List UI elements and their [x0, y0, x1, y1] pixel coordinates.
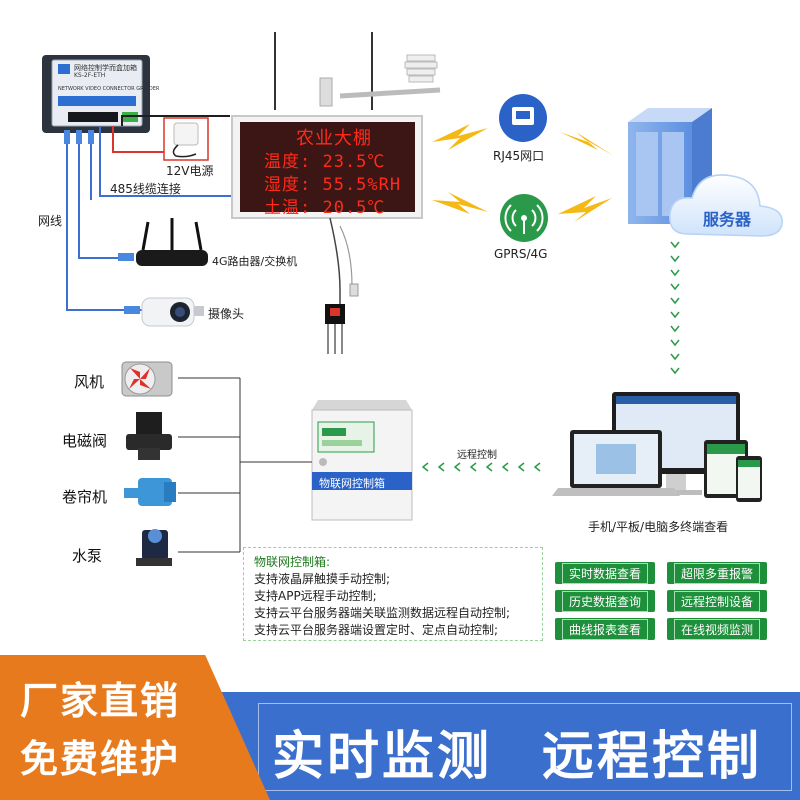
antennas [274, 32, 373, 110]
power-label: 12V电源 [166, 164, 214, 178]
fan-icon [121, 361, 173, 397]
feature-item: 支持液晶屏触摸手动控制; [254, 572, 391, 586]
history-data-button[interactable]: 历史数据查询 [555, 590, 655, 612]
roller-motor-icon [124, 478, 176, 506]
iot-box-label: 物联网控制箱 [319, 477, 385, 490]
soil-sensor [325, 217, 359, 354]
feature-item: 支持云平台服务器端设置定时、定点自动控制; [254, 623, 499, 637]
led-line-soil-temp: 土温: 20.5℃ [264, 198, 386, 218]
weather-mount [319, 54, 441, 107]
gprs-label: GPRS/4G [494, 247, 548, 261]
device-label-valve: 电磁阀 [62, 432, 108, 450]
device-bracket [178, 377, 312, 553]
gateway-subtitle: NETWORK VIDEO CONNECTOR GRIDDER [58, 86, 160, 92]
device-label-pump: 水泵 [72, 547, 103, 565]
led-line-humidity: 湿度: 55.5%RH [264, 175, 402, 195]
button-label: 历史数据查询 [561, 590, 648, 612]
gateway-title: 网络控制学而盒加箱 [74, 64, 137, 72]
terminals-label: 手机/平板/电脑多终端查看 [588, 520, 729, 534]
gprs-icon [500, 194, 548, 242]
feature-box: 物联网控制箱: 支持液晶屏触摸手动控制; 支持APP远程手动控制; 支持云平台服… [243, 547, 543, 641]
router-device [136, 218, 208, 266]
signal-bolts [432, 124, 614, 222]
cable-lines [66, 115, 232, 311]
power-adapter [163, 117, 209, 161]
banner-frame [258, 703, 792, 791]
curve-report-button[interactable]: 曲线报表查看 [555, 618, 655, 640]
cable-485-label: 485线缆连接 [110, 182, 181, 196]
gateway-device [42, 55, 150, 133]
video-monitor-button[interactable]: 在线视频监测 [667, 618, 767, 640]
overlimit-alarm-button[interactable]: 超限多重报警 [667, 562, 767, 584]
badge-line-2: 免费维护 [20, 737, 181, 781]
server-icon [628, 108, 712, 224]
ethernet-plugs [64, 130, 94, 144]
led-line-temperature: 温度: 23.5℃ [264, 152, 386, 172]
device-label-fan: 风机 [74, 373, 105, 391]
gateway-model: KS-2F-ETH [74, 72, 106, 79]
router-plug [118, 253, 134, 261]
banner-main-right: 远程控制 [542, 727, 763, 787]
led-title: 农业大棚 [296, 128, 372, 149]
realtime-data-button[interactable]: 实时数据查看 [555, 562, 655, 584]
rj45-icon [499, 94, 547, 142]
button-label: 曲线报表查看 [561, 618, 648, 640]
camera-device [141, 297, 204, 327]
cloud-icon [669, 174, 783, 237]
button-label: 超限多重报警 [673, 562, 760, 584]
button-label: 实时数据查看 [561, 562, 648, 584]
data-flow-arrows [670, 241, 680, 375]
banner-main-left: 实时监测 [272, 727, 493, 787]
network-cable-label: 网线 [38, 214, 63, 228]
feature-item: 支持APP远程手动控制; [254, 589, 377, 603]
remote-control-label: 远程控制 [457, 450, 497, 461]
camera-plug [124, 306, 140, 314]
badge-line-1: 厂家直销 [20, 679, 181, 723]
router-label: 4G路由器/交换机 [212, 255, 298, 268]
led-board-frame [231, 115, 423, 219]
feature-title: 物联网控制箱: [254, 555, 331, 569]
remote-control-arrows [421, 462, 541, 472]
button-label: 远程控制设备 [673, 590, 760, 612]
remote-control-button[interactable]: 远程控制设备 [667, 590, 767, 612]
camera-label: 摄像头 [208, 307, 245, 321]
feature-item: 支持云平台服务器端关联监测数据远程自动控制; [254, 606, 511, 620]
iot-control-box [311, 400, 413, 521]
phone-device [736, 456, 762, 502]
server-label: 服务器 [703, 210, 752, 229]
device-label-roller: 卷帘机 [62, 488, 108, 506]
button-label: 在线视频监测 [673, 618, 760, 640]
solenoid-valve-icon [126, 412, 172, 460]
laptop-device [552, 430, 680, 496]
rj45-label: RJ45网口 [493, 149, 545, 163]
water-pump-icon [136, 529, 172, 566]
